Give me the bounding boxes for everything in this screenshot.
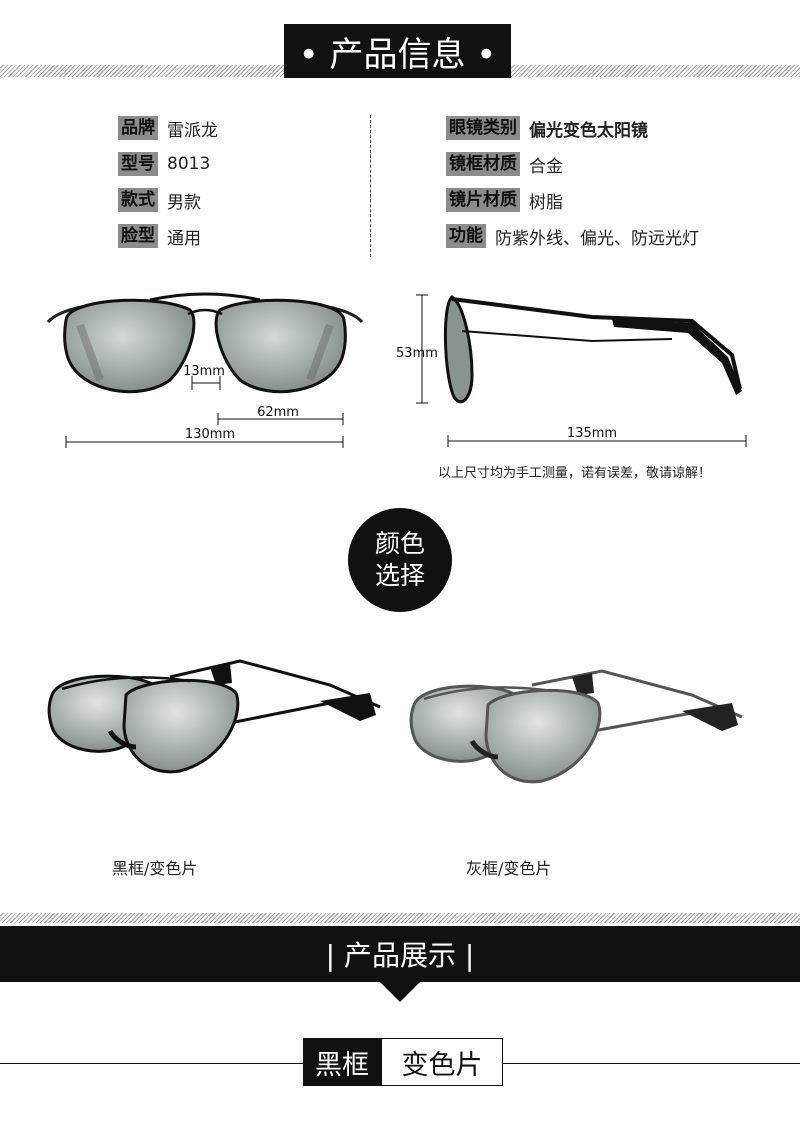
section-title-product-info: • 产品信息 •	[284, 24, 511, 78]
spec-row-lens-material: 镜片材质 树脂	[446, 188, 563, 213]
showcase-hatch	[0, 913, 800, 923]
temple-length-label: 135mm	[567, 426, 617, 441]
spec-value: 偏光变色太阳镜	[529, 120, 648, 141]
total-width-label: 130mm	[185, 427, 235, 442]
spec-value: 8013	[167, 154, 211, 174]
color-choice-line2: 选择	[374, 561, 425, 590]
spec-label: 脸型	[118, 224, 158, 248]
spec-label: 镜片材质	[446, 188, 520, 212]
spec-label: 型号	[118, 152, 158, 176]
spec-label: 眼镜类别	[446, 116, 520, 140]
side-view-diagram: 53mm 135mm	[396, 294, 747, 447]
spec-row-face-shape: 脸型 通用	[118, 224, 201, 249]
spec-value: 通用	[167, 228, 201, 249]
spec-divider	[370, 115, 371, 257]
measurement-note: 以上尺寸均为手工测量，诺有误差，敬请谅解！	[438, 466, 712, 481]
spec-value: 树脂	[529, 192, 563, 213]
bridge-width-label: 13mm	[183, 364, 225, 379]
product-image-gray-frame[interactable]	[402, 665, 752, 815]
product-image-black-frame[interactable]	[40, 655, 390, 805]
spec-row-model: 型号 8013	[118, 152, 210, 176]
variant-caption: 黑框/变色片	[112, 859, 198, 878]
lens-width-label: 62mm	[257, 405, 299, 420]
spec-row-glasses-type: 眼镜类别 偏光变色太阳镜	[446, 116, 648, 141]
spec-value: 防紫外线、偏光、防远光灯	[495, 228, 699, 249]
spec-row-function: 功能 防紫外线、偏光、防远光灯	[446, 224, 699, 249]
spec-row-brand: 品牌 雷派龙	[118, 116, 218, 141]
spec-label: 功能	[446, 224, 486, 248]
spec-label: 镜框材质	[446, 152, 520, 176]
header-hatch-left	[0, 65, 284, 77]
header-hatch-right	[511, 65, 800, 77]
front-view-diagram: 13mm 62mm 130mm	[46, 292, 364, 448]
color-choice-badge: 颜色 选择	[348, 508, 452, 612]
spec-row-frame-material: 镜框材质 合金	[446, 152, 563, 177]
color-choice-line1: 颜色	[374, 529, 425, 558]
spec-value: 合金	[529, 156, 563, 177]
spec-label: 款式	[118, 188, 158, 212]
spec-value: 雷派龙	[167, 120, 218, 141]
lens-tag: 变色片	[381, 1038, 503, 1086]
lens-height-label: 53mm	[396, 346, 438, 361]
spec-value: 男款	[167, 192, 201, 213]
frame-tag: 黑框	[303, 1038, 381, 1086]
section-title-product-showcase: | 产品展示 |	[0, 926, 800, 982]
variant-caption: 灰框/变色片	[466, 859, 552, 878]
spec-row-style: 款式 男款	[118, 188, 201, 213]
spec-label: 品牌	[118, 116, 158, 140]
showcase-arrow-icon	[379, 981, 421, 1002]
